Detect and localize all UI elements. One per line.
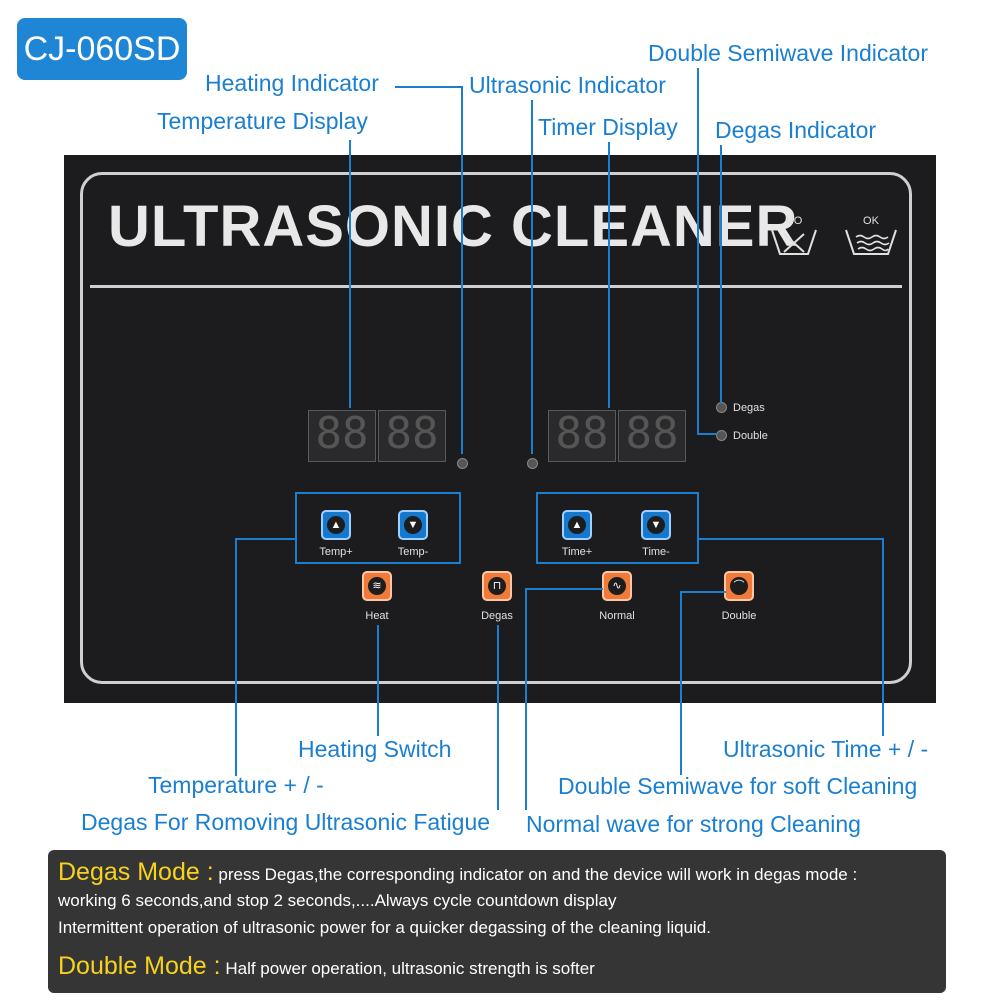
double-mode-row: Double Mode : Half power operation, ultr… xyxy=(58,952,595,981)
degas-mode-text1: press Degas,the corresponding indicator … xyxy=(218,865,858,884)
leader-line xyxy=(680,591,726,593)
ultrasonic-indicator-led xyxy=(527,458,538,469)
leader-line xyxy=(235,538,297,540)
leader-line xyxy=(497,625,499,810)
callout-degas-description: Degas For Romoving Ultrasonic Fatigue xyxy=(81,809,491,835)
double-mode-text: Half power operation, ultrasonic strengt… xyxy=(225,959,595,978)
temp-plus-label: Temp+ xyxy=(319,546,353,558)
normal-button[interactable]: ∿ xyxy=(602,571,632,601)
leader-line xyxy=(882,538,884,736)
no-wash-icon-label: NO xyxy=(786,215,803,227)
leader-line xyxy=(531,100,533,454)
degas-mode-text3: Intermittent operation of ultrasonic pow… xyxy=(58,918,711,937)
leader-line xyxy=(525,588,603,590)
arrow-up-icon: ▲ xyxy=(327,516,345,534)
temp-minus-button[interactable]: ▼ xyxy=(398,510,428,540)
callout-heating-switch: Heating Switch xyxy=(298,736,452,762)
callout-timer-display: Timer Display xyxy=(538,114,678,140)
time-plus-button[interactable]: ▲ xyxy=(562,510,592,540)
title-divider xyxy=(90,285,902,288)
degas-indicator-label: Degas xyxy=(733,402,765,414)
heat-label: Heat xyxy=(365,610,389,622)
double-indicator-led xyxy=(716,430,727,441)
leader-line xyxy=(349,140,351,408)
time-plus-label: Time+ xyxy=(561,546,593,558)
leader-line xyxy=(608,142,610,408)
heat-button[interactable]: ≋ xyxy=(362,571,392,601)
mode-info-box: Degas Mode : press Degas,the correspondi… xyxy=(48,850,946,993)
leader-line xyxy=(720,145,722,403)
degas-indicator-led xyxy=(716,402,727,413)
sine-wave-icon: ∿ xyxy=(608,577,626,595)
temp-plus-button[interactable]: ▲ xyxy=(321,510,351,540)
leader-line xyxy=(461,86,463,454)
double-button[interactable]: ⌒ xyxy=(724,571,754,601)
temp-minus-label: Temp- xyxy=(397,546,429,558)
model-badge: CJ-060SD xyxy=(17,18,187,80)
heat-icon: ≋ xyxy=(368,577,386,595)
leader-line xyxy=(525,588,527,810)
time-minus-label: Time- xyxy=(642,546,670,558)
arrow-down-icon: ▼ xyxy=(404,516,422,534)
temperature-button-group xyxy=(295,492,461,564)
callout-double-semiwave-indicator: Double Semiwave Indicator xyxy=(648,40,928,66)
panel-title: ULTRASONIC CLEANER xyxy=(108,194,799,259)
callout-ultrasonic-indicator: Ultrasonic Indicator xyxy=(469,72,666,98)
ok-wash-icon: OK xyxy=(842,212,900,258)
leader-line xyxy=(697,433,717,435)
panel-frame xyxy=(80,172,912,684)
timer-display-right: 88 xyxy=(618,410,686,462)
degas-mode-label: Degas Mode : xyxy=(58,858,214,886)
callout-normal-wave-description: Normal wave for strong Cleaning xyxy=(526,811,861,837)
double-mode-label: Double Mode : xyxy=(58,952,221,980)
callout-temperature-plus-minus: Temperature + / - xyxy=(148,772,324,798)
callout-ultrasonic-time: Ultrasonic Time + / - xyxy=(723,736,929,762)
pulse-wave-icon: ⊓ xyxy=(488,577,506,595)
no-wash-icon: NO xyxy=(768,212,820,258)
leader-line xyxy=(235,538,237,776)
temperature-display-right: 88 xyxy=(378,410,446,462)
degas-mode-row: Degas Mode : press Degas,the correspondi… xyxy=(58,858,857,887)
normal-label: Normal xyxy=(599,610,635,622)
half-wave-icon: ⌒ xyxy=(730,577,748,595)
callout-degas-indicator: Degas Indicator xyxy=(715,117,877,143)
leader-line xyxy=(395,86,463,88)
time-minus-button[interactable]: ▼ xyxy=(641,510,671,540)
time-button-group xyxy=(536,492,699,564)
arrow-up-icon: ▲ xyxy=(568,516,586,534)
leader-line xyxy=(680,591,682,775)
double-label: Double xyxy=(721,610,757,622)
arrow-down-icon: ▼ xyxy=(647,516,665,534)
callout-double-semiwave-description: Double Semiwave for soft Cleaning xyxy=(558,773,918,799)
timer-display-left: 88 xyxy=(548,410,616,462)
double-indicator-label: Double xyxy=(733,430,768,442)
leader-line xyxy=(377,625,379,736)
degas-mode-text2: working 6 seconds,and stop 2 seconds,...… xyxy=(58,891,617,910)
leader-line xyxy=(697,68,699,434)
ok-wash-icon-label: OK xyxy=(863,215,880,227)
callout-heating-indicator: Heating Indicator xyxy=(205,70,379,96)
degas-button[interactable]: ⊓ xyxy=(482,571,512,601)
heating-indicator-led xyxy=(457,458,468,469)
degas-label: Degas xyxy=(481,610,513,622)
temperature-display-left: 88 xyxy=(308,410,376,462)
callout-temperature-display: Temperature Display xyxy=(157,108,368,134)
leader-line xyxy=(699,538,883,540)
